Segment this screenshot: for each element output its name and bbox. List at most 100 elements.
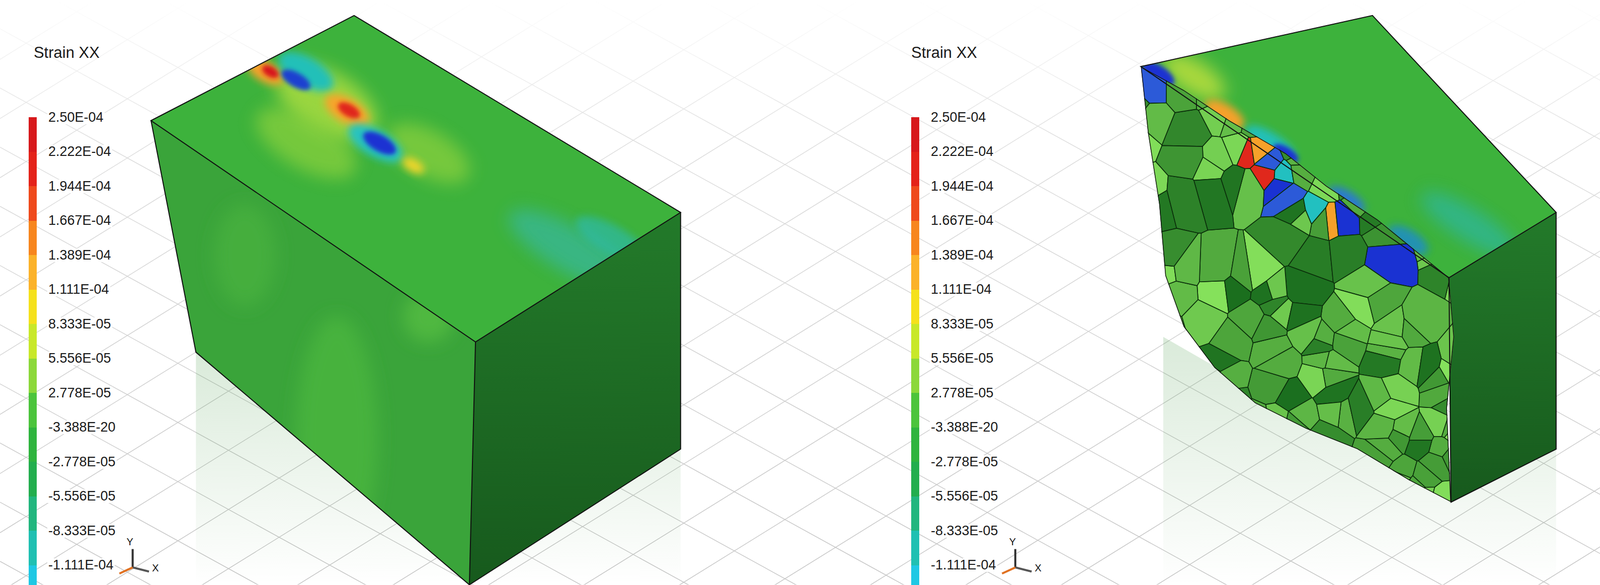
colorbar-segment <box>28 358 37 394</box>
grain-cell <box>1224 276 1252 313</box>
grain-cell <box>1299 486 1336 521</box>
grain-cell <box>1444 425 1459 445</box>
grain-cell <box>1384 56 1421 108</box>
colorbar-value: 1.944E-04 <box>929 179 995 194</box>
colorbar-segment <box>28 427 37 463</box>
grain-cell <box>1316 466 1341 489</box>
grain-cell <box>1260 420 1283 445</box>
grain-cell <box>1273 74 1299 96</box>
axis-label: X <box>1034 563 1042 574</box>
grain-cell <box>1437 41 1470 102</box>
grain-cell <box>1242 398 1269 437</box>
colorbar-value: -5.556E-05 <box>929 489 1000 504</box>
grain-cell <box>1126 366 1149 381</box>
colorbar-segment <box>911 530 920 566</box>
grain-cell <box>1439 358 1470 389</box>
grain-cell <box>1212 484 1268 521</box>
sectioned-specimen <box>1122 15 1557 521</box>
colorbar-value: 8.333E-05 <box>47 317 113 332</box>
grain-cell <box>1129 462 1166 495</box>
grain-cell <box>1153 477 1178 521</box>
colorbar-segment <box>28 530 37 566</box>
grain-cell <box>1356 60 1385 84</box>
grain-cell <box>1355 178 1386 207</box>
colorbar-value: -2.778E-05 <box>47 455 117 469</box>
grain-cell <box>1139 425 1159 463</box>
grain-cell <box>1316 402 1342 428</box>
grain-cell <box>1288 235 1333 283</box>
grain-cell <box>1286 153 1321 166</box>
grain-cell <box>1122 312 1172 368</box>
colorbar-value: 5.556E-05 <box>47 351 113 366</box>
section-outline <box>1140 66 1455 503</box>
grain-cell <box>1240 104 1257 125</box>
grain-cell <box>1291 164 1320 192</box>
grain-cell <box>1252 47 1296 85</box>
colorbar-value: 1.389E-04 <box>47 248 113 263</box>
grain-cell <box>1397 140 1434 186</box>
colorbar-segment <box>911 117 920 152</box>
colorbar-value: -5.556E-05 <box>47 489 117 504</box>
grain-cell <box>1365 41 1395 74</box>
colorbar-segment <box>911 220 920 256</box>
colorbar-segment <box>911 392 920 428</box>
grain-cell <box>1177 53 1211 84</box>
colorbar-value: 5.556E-05 <box>929 351 995 366</box>
grain-cell <box>1257 444 1296 478</box>
colorbar-segment <box>28 255 37 290</box>
colorbar-segment <box>911 289 920 325</box>
colorbar-value: -1.111E-04 <box>929 558 998 573</box>
grain-cell <box>1298 82 1327 110</box>
grain-cell <box>1310 483 1339 498</box>
colorbar-value: 2.778E-05 <box>929 386 995 400</box>
grain-cell <box>1442 221 1470 246</box>
grain-cell <box>1204 378 1225 396</box>
grain-cell <box>1196 66 1221 111</box>
grain-cell <box>1377 94 1412 138</box>
axis-triad <box>119 549 149 575</box>
grain-cell <box>1330 451 1352 488</box>
grain-cell <box>1164 478 1216 521</box>
axis-label: Y <box>1009 536 1016 547</box>
colorbar-value: -3.388E-20 <box>929 420 1000 435</box>
grain-cell <box>1218 386 1252 415</box>
grain-cell <box>1263 178 1294 207</box>
grain-cell <box>1158 265 1176 289</box>
colorbar-segment <box>911 565 920 585</box>
grain-cell <box>1221 165 1246 216</box>
colorbar-value: -8.333E-05 <box>929 524 1000 538</box>
grain-cell <box>1156 468 1177 496</box>
grain-cell <box>1406 197 1444 247</box>
grain-cell <box>1301 338 1333 356</box>
grain-cell <box>1273 84 1291 102</box>
grain-cell <box>1333 288 1375 329</box>
grain-cell <box>1166 175 1208 234</box>
grain-cell <box>1386 487 1435 521</box>
colorbar-value: 2.50E-04 <box>929 110 988 125</box>
grain-cell <box>1135 103 1175 146</box>
colorbar-segment <box>28 220 37 256</box>
plot-title: Strain XX <box>33 44 100 61</box>
colorbar-segment <box>911 461 920 497</box>
grain-cell <box>1358 374 1391 412</box>
grain-cell <box>1338 480 1378 521</box>
colorbar-segment <box>28 392 37 428</box>
grain-cell <box>1122 355 1144 376</box>
grain-cell <box>1122 451 1157 478</box>
grain-cell <box>1323 493 1368 521</box>
grain-cell <box>1288 397 1320 431</box>
grain-cell <box>1219 78 1254 110</box>
colorbar-segment <box>911 427 920 463</box>
colorbar-value: 1.389E-04 <box>929 248 995 263</box>
grain-cell <box>1418 452 1454 482</box>
colorbar-value: 1.111E-04 <box>47 282 111 297</box>
grain-cell <box>1419 44 1460 103</box>
grain-cell <box>1166 358 1190 395</box>
grain-cell <box>1245 93 1273 118</box>
